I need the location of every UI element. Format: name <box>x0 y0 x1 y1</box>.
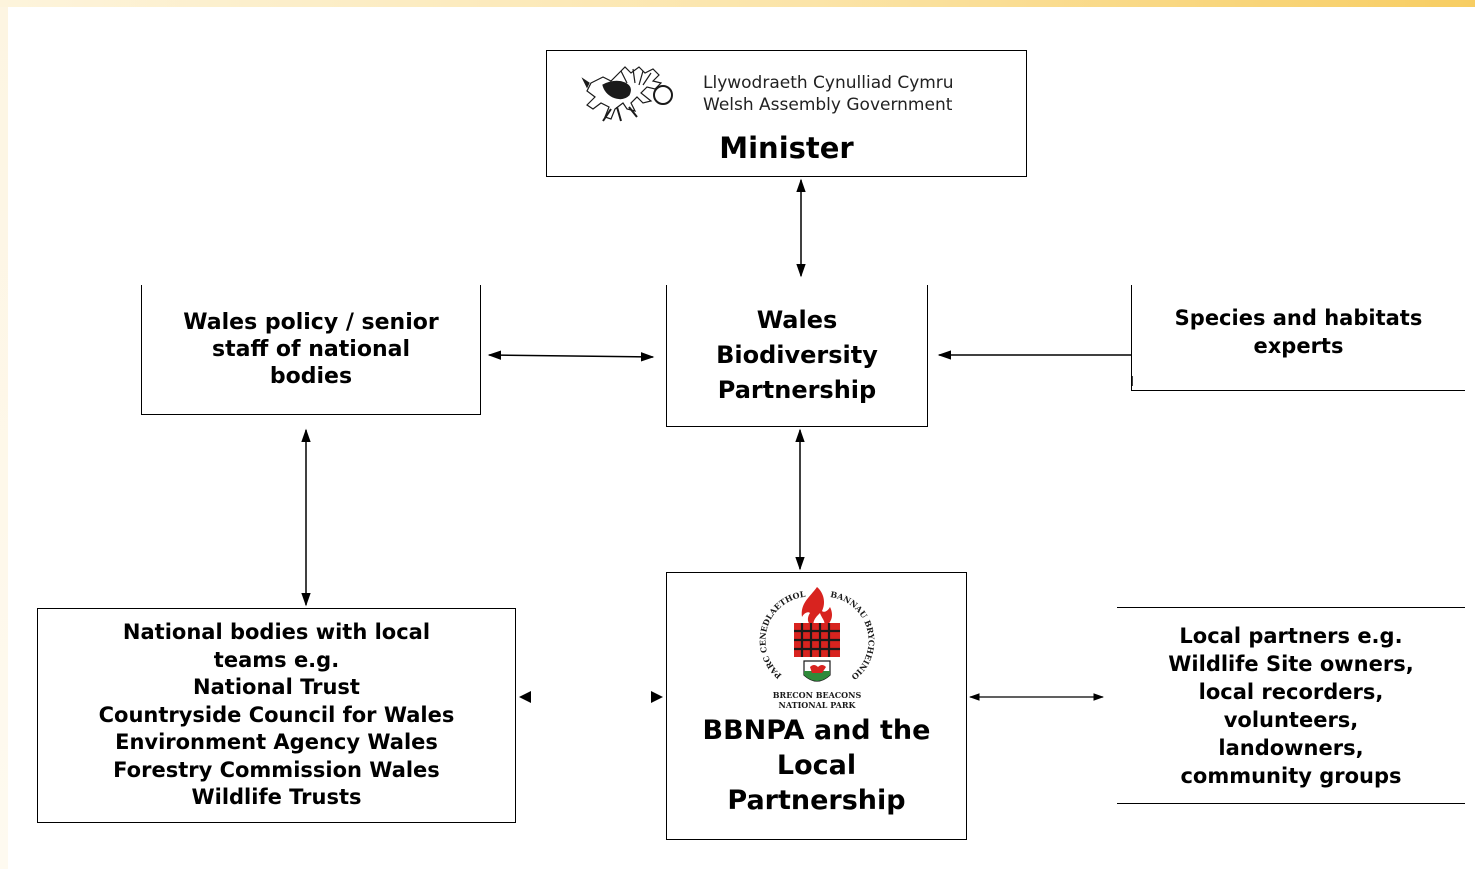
brecon-beacons-logo-icon: PARC CENEDLAETHOL BANNAU BRYCHEINIOG BRE… <box>752 583 877 710</box>
wales-policy-label: Wales policy / senior staff of national … <box>183 310 439 389</box>
arrowhead-bbnpa-right <box>651 691 663 703</box>
arrowhead-national-bodies-left <box>519 691 531 703</box>
local-partners-label: Local partners e.g. Wildlife Site owners… <box>1168 623 1414 788</box>
welsh-dragon-logo-icon <box>581 66 673 122</box>
org-name-english: Welsh Assembly Government <box>703 95 953 115</box>
logo-text-line2: NATIONAL PARK <box>778 700 856 710</box>
minister-title: Minister <box>719 131 854 165</box>
national-bodies-label: National bodies with local teams e.g. Na… <box>98 620 455 810</box>
bbnpa-node: PARC CENEDLAETHOL BANNAU BRYCHEINIOG BRE… <box>666 572 967 840</box>
bbnpa-label: BBNPA and the Local Partnership <box>702 715 931 816</box>
species-label: Species and habitats experts <box>1174 305 1423 358</box>
top-accent-band <box>0 0 1475 7</box>
wales-biodiversity-partnership-node: Wales Biodiversity Partnership <box>666 285 928 427</box>
org-name-welsh: Llywodraeth Cynulliad Cymru <box>703 73 954 93</box>
minister-node: Llywodraeth Cynulliad Cymru Welsh Assemb… <box>546 50 1027 177</box>
species-habitats-experts-node: Species and habitats experts <box>1131 285 1465 391</box>
welsh-government-header: Llywodraeth Cynulliad Cymru Welsh Assemb… <box>547 63 1026 125</box>
left-accent-band <box>0 7 8 869</box>
edge-policy-wbp <box>487 350 655 362</box>
logo-text-line1: BRECON BEACONS <box>772 690 861 700</box>
wales-policy-node: Wales policy / senior staff of national … <box>141 285 481 415</box>
national-bodies-node: National bodies with local teams e.g. Na… <box>37 608 516 823</box>
wbp-label: Wales Biodiversity Partnership <box>716 306 878 404</box>
local-partners-node: Local partners e.g. Wildlife Site owners… <box>1117 607 1465 804</box>
government-name: Llywodraeth Cynulliad Cymru Welsh Assemb… <box>703 72 954 116</box>
